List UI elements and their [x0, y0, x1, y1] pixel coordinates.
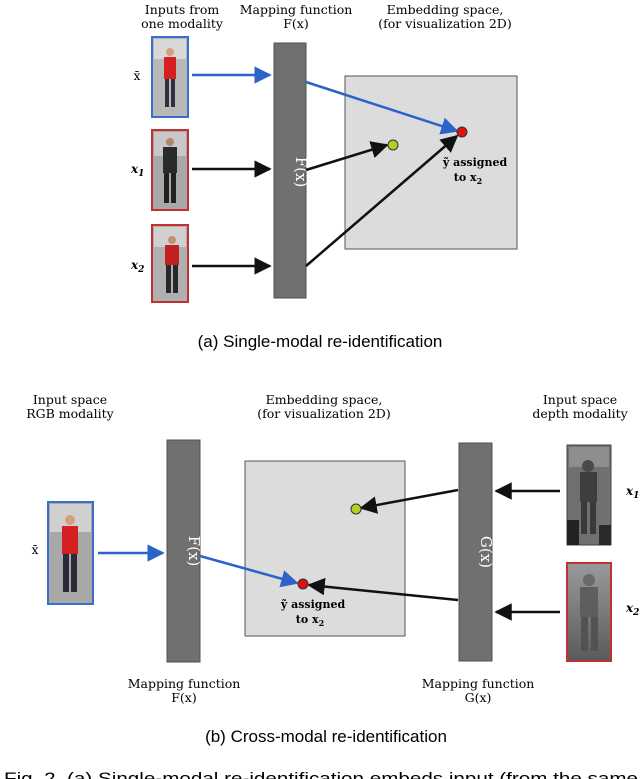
label-x2-b: x2 — [625, 601, 639, 618]
arrow-f-to-ref-point — [305, 80, 459, 135]
figure-caption: Fig. 2. (a) Single-modal re-identificati… — [4, 769, 638, 779]
arrow-g-to-red-point — [307, 577, 459, 602]
assigned-label-line2: to x2 — [454, 171, 482, 186]
label-x1-b: x1 — [625, 484, 639, 501]
assigned-label-line1: ỹ assigned — [442, 156, 508, 169]
embedded-point-xbar-b — [297, 578, 309, 590]
label-x2: x2 — [130, 258, 144, 275]
depth-image-x1 — [566, 444, 612, 546]
header-embed-b-line2: (for visualization 2D) — [257, 406, 390, 421]
footer-f-line1: Mapping function — [128, 676, 241, 691]
header-inputs-line2: one modality — [141, 16, 224, 31]
assigned-label-b-line2: to x2 — [296, 613, 324, 628]
footer-g-line2: G(x) — [465, 690, 492, 705]
rgb-image-xbar — [47, 501, 94, 605]
mapping-bar-f-label: F(x) — [292, 157, 310, 188]
arrow-f-to-ref-point-b — [199, 554, 299, 588]
mapping-bar-g — [458, 442, 493, 662]
label-x1: x1 — [130, 162, 144, 179]
caption-a: (a) Single-modal re-identification — [198, 332, 443, 351]
label-xbar: x̄ — [134, 69, 141, 83]
mapping-bar-f-b-label: F(x) — [185, 536, 203, 567]
mapping-bar-f-b — [166, 439, 201, 663]
input-image-x2 — [151, 224, 189, 303]
label-xbar-b: x̄ — [32, 543, 39, 557]
depth-image-x2 — [566, 562, 612, 662]
header-embed-line2: (for visualization 2D) — [378, 16, 511, 31]
header-mapping-line1: Mapping function — [240, 2, 353, 17]
arrow-f-to-red-point — [305, 134, 459, 267]
header-rgb-line2: RGB modality — [26, 406, 114, 421]
header-embed-line1: Embedding space, — [387, 2, 504, 17]
embedded-point-x1-b — [350, 503, 362, 515]
embedded-point-x1 — [387, 139, 399, 151]
footer-g-line1: Mapping function — [422, 676, 535, 691]
panel-a: Inputs from one modality Mapping functio… — [130, 2, 518, 351]
mapping-bar-g-label: G(x) — [477, 536, 495, 568]
header-mapping-line2: F(x) — [283, 16, 308, 31]
header-inputs-line1: Inputs from — [145, 2, 220, 17]
embedding-space-b — [244, 460, 406, 637]
arrow-f-to-yellow-point — [305, 141, 389, 172]
mapping-bar-f — [273, 42, 307, 299]
footer-f-line2: F(x) — [171, 690, 196, 705]
input-image-x1 — [151, 129, 189, 211]
caption-b: (b) Cross-modal re-identification — [205, 727, 447, 746]
header-depth-line1: Input space — [543, 392, 617, 407]
header-depth-line2: depth modality — [532, 406, 628, 421]
assigned-label-b-line1: ỹ assigned — [280, 598, 346, 611]
header-rgb-line1: Input space — [33, 392, 107, 407]
arrow-g-to-yellow-point — [359, 488, 459, 514]
header-embed-b-line1: Embedding space, — [266, 392, 383, 407]
embedded-point-xbar — [456, 126, 468, 138]
panel-b: Input space RGB modality Embedding space… — [26, 392, 639, 746]
input-image-xbar — [151, 36, 189, 118]
